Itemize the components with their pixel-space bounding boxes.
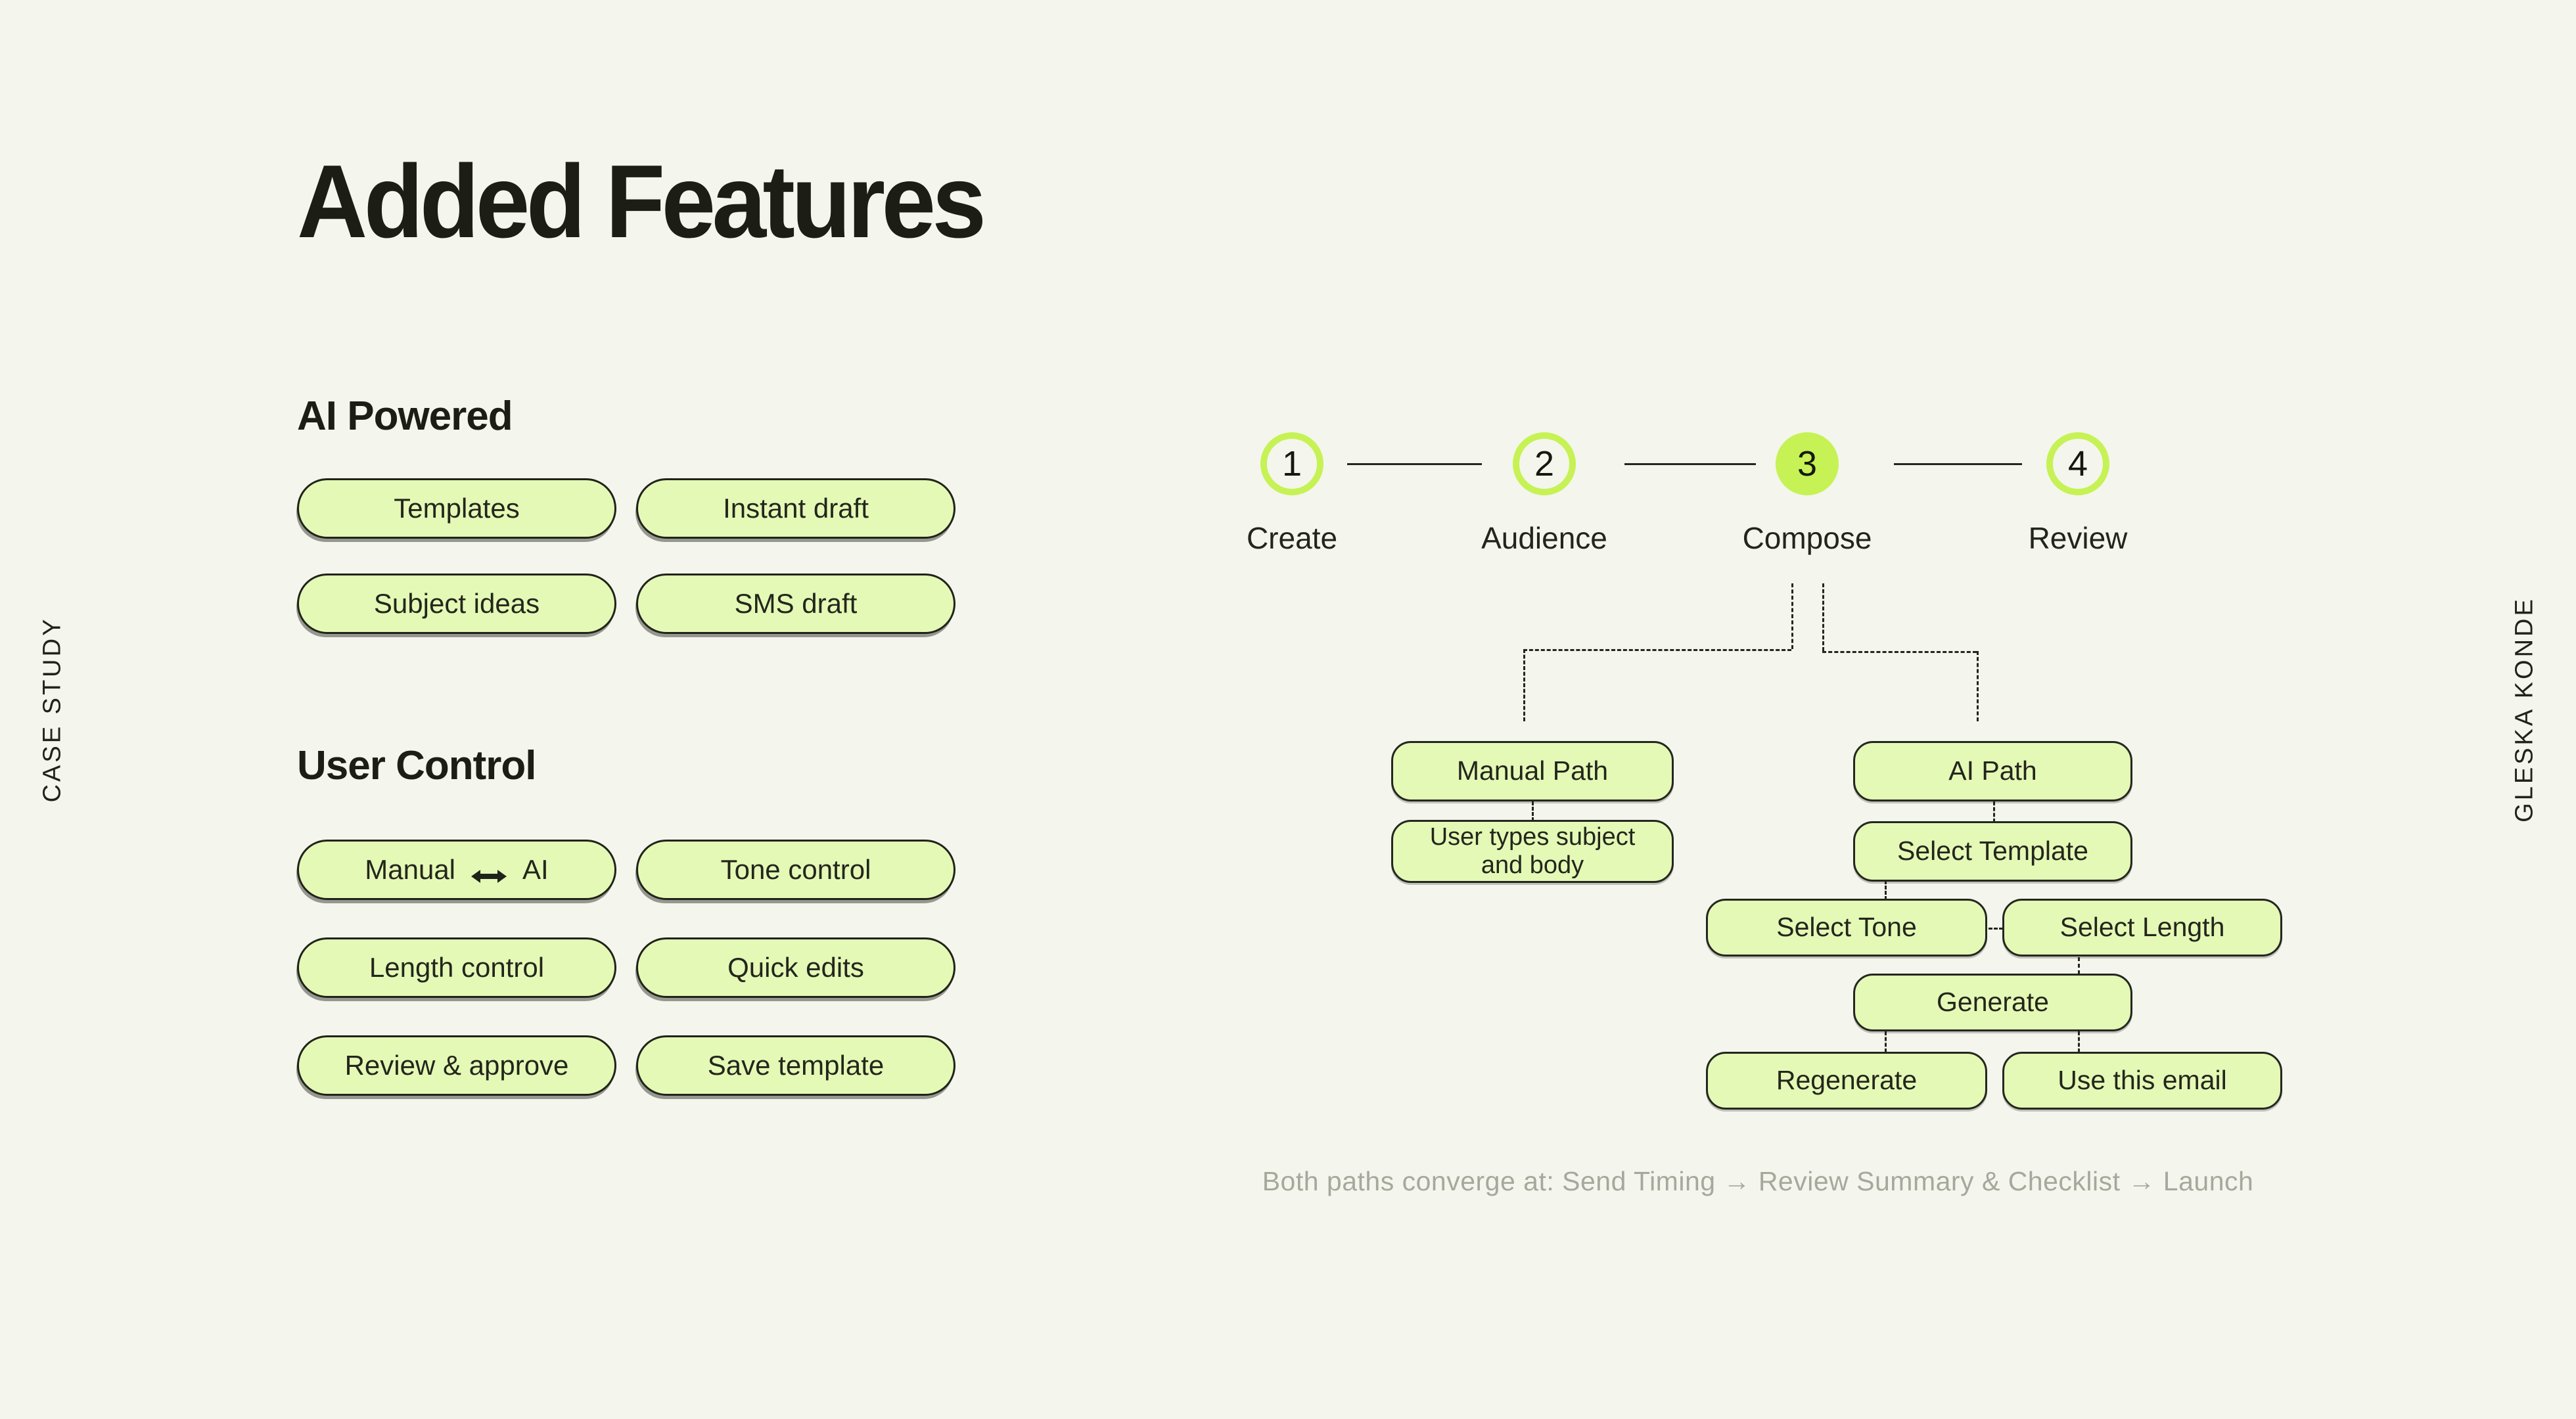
- step-audience: 2 Audience: [1446, 432, 1643, 556]
- pill-tone-control: Tone control: [636, 840, 955, 900]
- flow-box-user-types: User types subject and body: [1391, 820, 1674, 883]
- step-number-badge: 2: [1513, 432, 1576, 495]
- ai-label: AI: [522, 854, 549, 885]
- flow-box-select-length: Select Length: [2002, 899, 2282, 957]
- connector-stem-right: [1822, 583, 1824, 651]
- user-control-pill-grid: Manual AI Tone control Length control Qu…: [297, 840, 955, 1096]
- connector-manual-detail: [1532, 801, 1534, 821]
- pill-templates: Templates: [297, 478, 616, 539]
- connector-template-tone: [1885, 880, 1887, 900]
- side-label-author: GLESKA KONDE: [2510, 597, 2539, 822]
- connector-ai-template: [1993, 801, 1995, 822]
- connector-branch-right: [1822, 651, 1977, 653]
- step-number-badge: 1: [1260, 432, 1323, 495]
- pill-subject-ideas: Subject ideas: [297, 574, 616, 634]
- flow-box-select-tone: Select Tone: [1706, 899, 1987, 957]
- ai-powered-pill-grid: Templates Instant draft Subject ideas SM…: [297, 478, 955, 634]
- flow-box-manual-path: Manual Path: [1391, 741, 1674, 801]
- step-number-badge: 3: [1776, 432, 1839, 495]
- section-heading-user-control: User Control: [297, 743, 536, 788]
- flow-box-select-template: Select Template: [1853, 821, 2132, 882]
- step-compose-active: 3 Compose: [1709, 432, 1906, 556]
- pill-sms-draft: SMS draft: [636, 574, 955, 634]
- connector-branch-left: [1523, 649, 1791, 651]
- stepper-connector-line: [1347, 463, 1482, 465]
- step-label: Review: [2028, 521, 2128, 555]
- left-right-arrow-icon: [470, 861, 508, 883]
- pill-review-approve: Review & approve: [297, 1035, 616, 1096]
- connector-generate-use-email: [2078, 1031, 2080, 1052]
- pill-instant-draft: Instant draft: [636, 478, 955, 539]
- manual-label: Manual: [365, 854, 456, 885]
- flow-box-use-this-email: Use this email: [2002, 1052, 2282, 1110]
- connector-length-generate: [2078, 957, 2080, 974]
- step-label: Audience: [1481, 521, 1607, 555]
- pill-manual-ai-toggle: Manual AI: [297, 840, 616, 900]
- connector-drop-manual: [1523, 649, 1525, 721]
- step-number-badge: 4: [2046, 432, 2109, 495]
- pill-length-control: Length control: [297, 937, 616, 998]
- step-create: 1 Create: [1193, 432, 1391, 556]
- connector-generate-regenerate: [1885, 1031, 1887, 1052]
- page-title: Added Features: [297, 144, 986, 259]
- flow-box-regenerate: Regenerate: [1706, 1052, 1987, 1110]
- section-heading-ai-powered: AI Powered: [297, 394, 513, 439]
- stepper-connector-line: [1894, 463, 2022, 465]
- pill-save-template: Save template: [636, 1035, 955, 1096]
- convergence-caption: Both paths converge at: Send Timing → Re…: [1262, 1166, 2254, 1196]
- stepper-connector-line: [1624, 463, 1756, 465]
- flow-box-generate: Generate: [1853, 974, 2132, 1031]
- step-label: Compose: [1742, 521, 1872, 555]
- connector-stem-left: [1791, 583, 1793, 649]
- pill-quick-edits: Quick edits: [636, 937, 955, 998]
- connector-drop-ai: [1977, 651, 1979, 721]
- flow-box-ai-path: AI Path: [1853, 741, 2132, 801]
- connector-tone-length: [1989, 928, 2003, 930]
- step-review: 4 Review: [1979, 432, 2176, 556]
- step-label: Create: [1246, 521, 1338, 555]
- side-label-case-study: CASE STUDY: [38, 616, 66, 803]
